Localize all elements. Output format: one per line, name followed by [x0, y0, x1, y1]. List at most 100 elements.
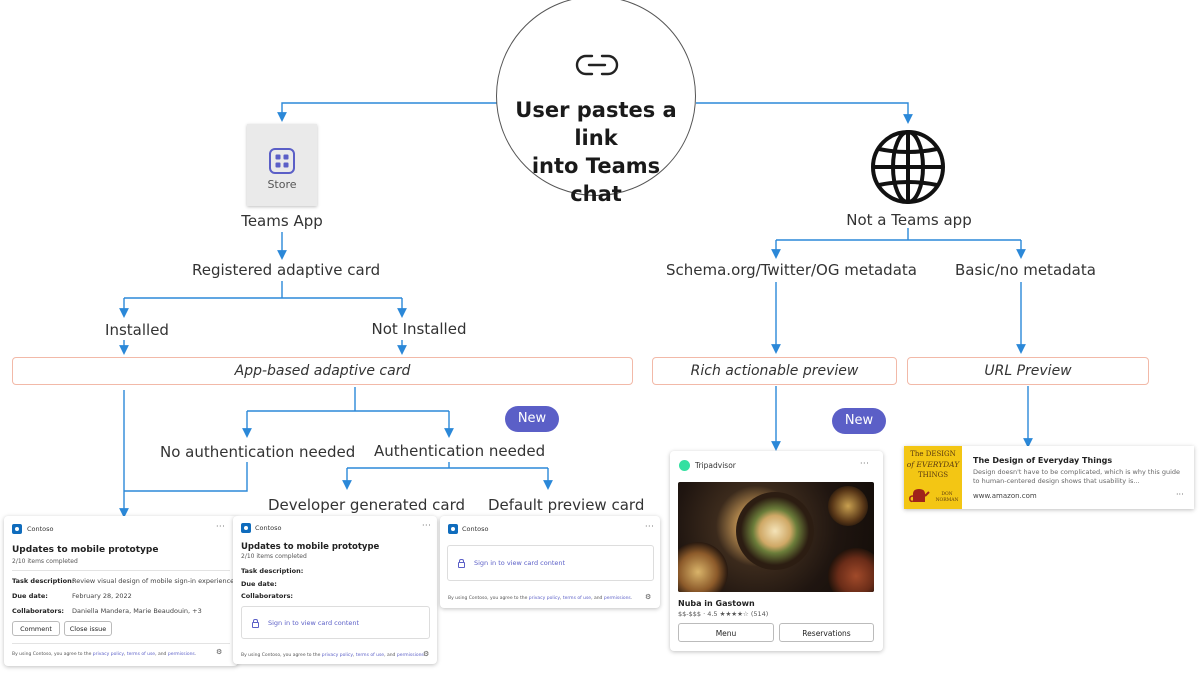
- fact-key-due: Due date:: [12, 592, 48, 600]
- restaurant-meta: $$-$$$ · 4.5 ★★★★☆ (514): [678, 610, 769, 618]
- footer-end: .: [423, 653, 426, 658]
- gear-icon[interactable]: ⚙: [216, 648, 223, 656]
- more-options-icon[interactable]: ···: [860, 459, 870, 468]
- footer-end: .: [630, 596, 633, 601]
- book-cover-title-2: of EVERYDAY: [906, 460, 960, 469]
- footer-and: , and: [591, 596, 604, 601]
- dish-right: [828, 548, 874, 592]
- installed-label: Installed: [105, 321, 169, 339]
- card-app-name: Tripadvisor: [695, 461, 736, 470]
- not-teams-app-label: Not a Teams app: [846, 211, 972, 229]
- root-title: User pastes a link into Teams chat: [504, 96, 688, 208]
- footer-text: By using Contoso, you agree to the: [448, 596, 529, 601]
- globe-icon: [871, 130, 945, 204]
- contoso-logo-icon: [448, 524, 458, 534]
- card-app-name: Contoso: [255, 524, 282, 532]
- more-options-icon[interactable]: ···: [422, 521, 432, 530]
- footer-and: , and: [155, 652, 168, 657]
- footer-sep: ,: [124, 652, 127, 657]
- developer-card-label: Developer generated card: [268, 496, 466, 514]
- fact-value-collaborators: Daniella Mandera, Marie Beaudouin, +3: [72, 607, 202, 615]
- comment-button[interactable]: Comment: [12, 621, 60, 636]
- card-divider: [12, 570, 230, 571]
- store-apps-icon: [269, 148, 295, 174]
- close-issue-button[interactable]: Close issue: [64, 621, 112, 636]
- restaurant-photo: [678, 482, 874, 592]
- gear-icon[interactable]: ⚙: [423, 650, 430, 658]
- fact-key-task: Task description:: [241, 567, 304, 575]
- contoso-logo-icon: [12, 524, 22, 534]
- footer-end: .: [194, 652, 197, 657]
- fact-key-task: Task description:: [12, 577, 75, 585]
- signin-box[interactable]: Sign in to view card content: [241, 606, 430, 639]
- footer-sep: ,: [560, 596, 563, 601]
- menu-button[interactable]: Menu: [678, 623, 774, 642]
- terms-link[interactable]: terms of use: [355, 653, 385, 658]
- permissions-link[interactable]: permissions: [603, 596, 631, 601]
- privacy-link[interactable]: privacy policy: [92, 652, 124, 657]
- card-subtitle: 2/10 items completed: [12, 558, 78, 565]
- more-options-icon[interactable]: ···: [216, 522, 226, 531]
- fact-value-due: February 28, 2022: [72, 592, 132, 600]
- rich-preview-card: Tripadvisor ··· Nuba in Gastown $$-$$$ ·…: [670, 451, 883, 651]
- book-cover-title-1: The DESIGN: [910, 450, 956, 458]
- book-cover-image: The DESIGN of EVERYDAY THINGS DON NORMAN: [904, 446, 962, 509]
- new-badge-left: New: [505, 406, 559, 432]
- more-options-icon[interactable]: ···: [1176, 490, 1184, 499]
- book-cover-author-1: DON: [941, 492, 953, 497]
- more-options-icon[interactable]: ···: [645, 522, 655, 531]
- root-title-line-1: User pastes a link: [515, 98, 677, 150]
- store-tile: Store: [247, 124, 317, 206]
- basic-metadata-label: Basic/no metadata: [955, 261, 1096, 279]
- gear-icon[interactable]: ⚙: [645, 593, 652, 601]
- url-card-domain: www.amazon.com: [973, 492, 1037, 500]
- permissions-link[interactable]: permissions: [396, 653, 424, 658]
- url-preview-pill: URL Preview: [907, 357, 1149, 385]
- rich-preview-pill: Rich actionable preview: [652, 357, 897, 385]
- card-footer: By using Contoso, you agree to the priva…: [448, 596, 632, 601]
- not-installed-label: Not Installed: [371, 320, 467, 338]
- footer-sep: ,: [353, 653, 356, 658]
- new-badge-right: New: [832, 408, 886, 434]
- dish-top-right: [828, 486, 868, 526]
- app-based-card-pill: App-based adaptive card: [12, 357, 633, 385]
- privacy-link[interactable]: privacy policy: [321, 653, 353, 658]
- reservations-button[interactable]: Reservations: [779, 623, 874, 642]
- adaptive-card-developer: Contoso ··· Updates to mobile prototype …: [233, 516, 437, 664]
- fact-key-collaborators: Collaborators:: [12, 607, 65, 615]
- card-title: Updates to mobile prototype: [241, 542, 380, 552]
- url-card-description: Design doesn't have to be complicated, w…: [973, 468, 1181, 485]
- terms-link[interactable]: terms of use: [562, 596, 592, 601]
- footer-text: By using Contoso, you agree to the: [241, 653, 322, 658]
- footer-divider: [12, 643, 230, 644]
- permissions-link[interactable]: permissions: [167, 652, 195, 657]
- signin-link[interactable]: Sign in to view card content: [474, 559, 566, 567]
- card-footer: By using Contoso, you agree to the priva…: [241, 653, 425, 658]
- teams-app-label: Teams App: [241, 212, 323, 230]
- card-title: Updates to mobile prototype: [12, 545, 159, 555]
- registered-card-label: Registered adaptive card: [192, 261, 381, 279]
- contoso-logo-icon: [241, 523, 251, 533]
- teapot-icon: [909, 489, 930, 503]
- dish-center: [736, 492, 814, 570]
- schema-metadata-label: Schema.org/Twitter/OG metadata: [666, 261, 917, 279]
- card-app-name: Contoso: [462, 525, 489, 533]
- footer-text: By using Contoso, you agree to the: [12, 652, 93, 657]
- privacy-link[interactable]: privacy policy: [528, 596, 560, 601]
- signin-box[interactable]: Sign in to view card content: [447, 545, 654, 581]
- terms-link[interactable]: terms of use: [126, 652, 156, 657]
- footer-and: , and: [384, 653, 397, 658]
- signin-link[interactable]: Sign in to view card content: [268, 619, 360, 627]
- card-app-name: Contoso: [27, 525, 54, 533]
- tripadvisor-logo-icon: [679, 460, 690, 471]
- link-icon: [575, 54, 619, 76]
- adaptive-card-full: Contoso ··· Updates to mobile prototype …: [4, 516, 238, 666]
- root-title-line-2: into Teams chat: [531, 154, 661, 206]
- card-footer: By using Contoso, you agree to the priva…: [12, 652, 196, 657]
- fact-value-task: Review visual design of mobile sign-in e…: [72, 577, 235, 585]
- dish-left: [678, 542, 728, 592]
- adaptive-card-default: Contoso ··· Sign in to view card content…: [440, 516, 660, 608]
- book-cover-title-3: THINGS: [917, 471, 949, 479]
- store-label: Store: [267, 178, 297, 191]
- url-card-title: The Design of Everyday Things: [973, 456, 1113, 465]
